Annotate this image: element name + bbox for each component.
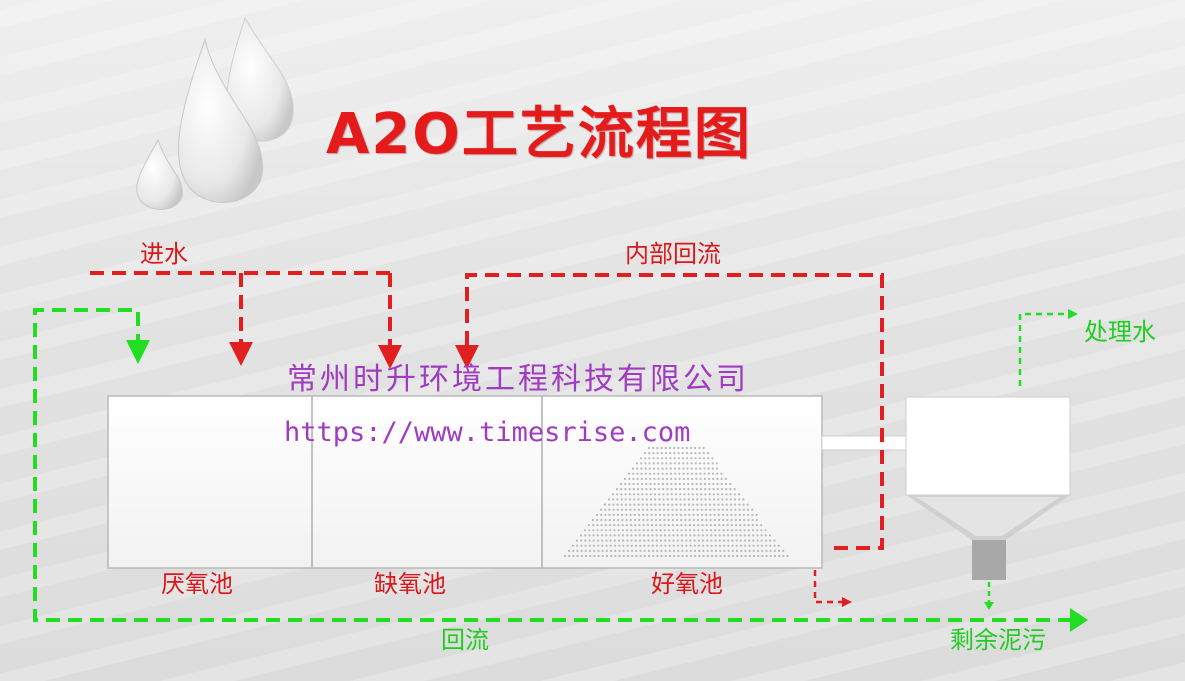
return-flow-arrow bbox=[126, 340, 150, 364]
anoxic-tank-label: 缺氧池 bbox=[374, 570, 446, 598]
inflow-arrow-anoxic bbox=[378, 345, 402, 369]
sludge-drop-arrow bbox=[984, 602, 994, 610]
inflow-line bbox=[90, 271, 392, 345]
reactor-tank bbox=[107, 395, 823, 569]
inflow-label: 进水 bbox=[140, 240, 188, 268]
excess-sludge-arrow bbox=[1070, 608, 1088, 632]
treated-water-line bbox=[1018, 312, 1068, 386]
treated-water-arrow bbox=[1068, 309, 1078, 319]
internal-return-label: 内部回流 bbox=[625, 240, 721, 268]
watermark-url: https://www.timesrise.com bbox=[284, 417, 691, 448]
water-drops-icon bbox=[136, 16, 294, 210]
watermark-company: 常州时升环境工程科技有限公司 bbox=[287, 362, 749, 397]
return-flow-line bbox=[33, 308, 1072, 622]
internal-return-arrow bbox=[455, 345, 479, 369]
aerobic-tank-label: 好氧池 bbox=[651, 570, 723, 598]
internal-return-line bbox=[465, 273, 884, 550]
aeration-bubbles bbox=[563, 446, 789, 558]
excess-sludge-label: 剩余泥污 bbox=[950, 626, 1046, 654]
anaerobic-tank-label: 厌氧池 bbox=[161, 570, 233, 598]
red-outlet-line bbox=[813, 570, 842, 604]
red-outlet-arrow bbox=[842, 597, 852, 607]
treated-water-label: 处理水 bbox=[1084, 318, 1156, 346]
return-flow-label: 回流 bbox=[441, 626, 489, 654]
clarifier-tank bbox=[905, 396, 1071, 580]
diagram-title: A2O工艺流程图 bbox=[326, 102, 752, 167]
inflow-arrow-anaerobic bbox=[229, 342, 253, 366]
connecting-pipe bbox=[821, 435, 909, 451]
